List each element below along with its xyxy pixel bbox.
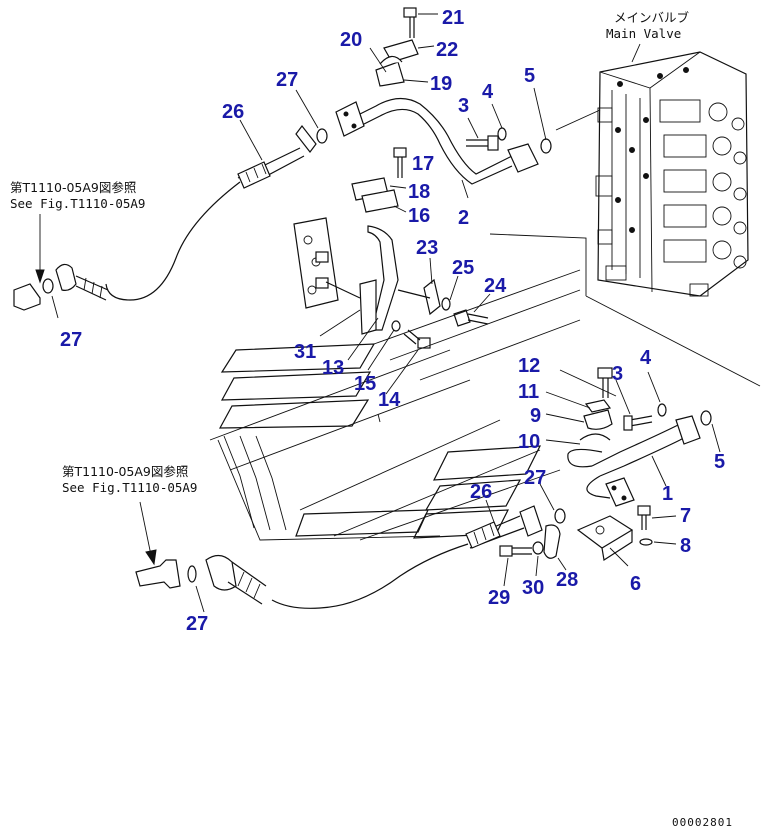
callout-11: 11	[518, 381, 539, 403]
callout-31: 31	[294, 341, 316, 363]
callout-28: 28	[556, 569, 578, 591]
callout-1: 1	[662, 483, 673, 505]
reference-upper-en: See Fig.T1110-05A9	[10, 196, 145, 211]
reference-note-lower: 第T1110-05A9図参照 See Fig.T1110-05A9	[62, 464, 197, 495]
callout-4-lower: 4	[640, 347, 652, 369]
callout-5-upper: 5	[524, 65, 535, 87]
callout-6: 6	[630, 573, 641, 595]
reference-note-upper: 第T1110-05A9図参照 See Fig.T1110-05A9	[10, 180, 145, 211]
callout-26-upper: 26	[222, 101, 244, 123]
reference-lower-en: See Fig.T1110-05A9	[62, 480, 197, 495]
callout-7: 7	[680, 505, 691, 527]
callout-14: 14	[378, 389, 401, 411]
callout-15: 15	[354, 373, 376, 395]
callout-18: 18	[408, 181, 430, 203]
callout-30: 30	[522, 577, 544, 599]
reference-upper-jp: 第T1110-05A9図参照	[10, 180, 136, 195]
callout-26-lower: 26	[470, 481, 492, 503]
callout-5-lower: 5	[714, 451, 725, 473]
callout-29: 29	[488, 587, 510, 609]
callout-3-upper: 3	[458, 95, 469, 117]
callout-25: 25	[452, 257, 474, 279]
callout-2: 2	[458, 207, 469, 229]
callout-13: 13	[322, 357, 344, 379]
upper-hose-assembly	[13, 7, 552, 395]
callout-19: 19	[430, 73, 452, 95]
drawing-code: 00002801	[672, 816, 733, 829]
callout-27-mid: 27	[524, 467, 546, 489]
callout-16: 16	[408, 205, 430, 227]
callout-8: 8	[680, 535, 691, 557]
callout-9: 9	[530, 405, 541, 427]
callout-3-lower: 3	[612, 363, 623, 385]
callout-17: 17	[412, 153, 434, 175]
callout-27-left: 27	[60, 329, 82, 351]
callout-22: 22	[436, 39, 458, 61]
callout-4-upper: 4	[482, 81, 494, 103]
main-valve-label-en: Main Valve	[606, 26, 681, 41]
machine-deck-outline	[209, 269, 581, 541]
callout-27-lower: 27	[186, 613, 208, 635]
callout-21: 21	[442, 7, 464, 29]
callout-12: 12	[518, 355, 540, 377]
reference-lower-jp: 第T1110-05A9図参照	[62, 464, 188, 479]
callout-27-upper: 27	[276, 69, 298, 91]
callout-24: 24	[484, 275, 507, 297]
callout-23: 23	[416, 237, 438, 259]
main-valve-assembly: メインバルブ Main Valve	[489, 10, 761, 387]
main-valve-label-jp: メインバルブ	[614, 10, 690, 25]
lower-hose-assembly	[135, 367, 721, 613]
callout-20: 20	[340, 29, 362, 51]
callout-labels: 21 22 20 19 27 26 3 4 5 17 18 16 2 23 25…	[60, 7, 725, 635]
callout-10: 10	[518, 431, 540, 453]
